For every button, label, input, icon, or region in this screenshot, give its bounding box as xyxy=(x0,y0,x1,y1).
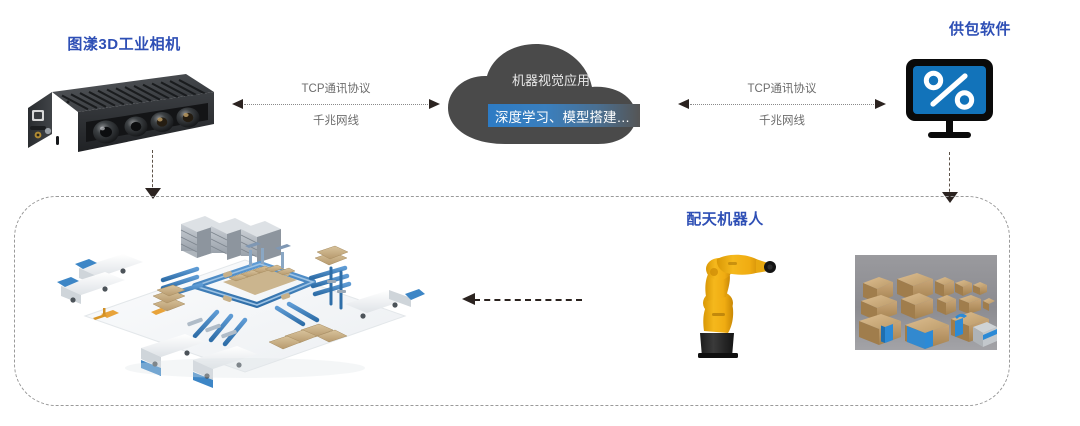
robotic-arm xyxy=(676,245,786,363)
link-left-protocol-label: TCP通讯协议 xyxy=(301,83,371,95)
cloud-title-label: 机器视觉应用 xyxy=(511,73,590,88)
link-right-arrowhead-right xyxy=(875,99,886,109)
connector-software-to-panel xyxy=(949,152,951,197)
link-left-medium-label: 千兆网线 xyxy=(313,115,359,127)
connector-camera-arrowhead xyxy=(145,188,161,199)
cloud-highlight-label: 深度学习、模型搭建… xyxy=(495,109,630,125)
link-left-line xyxy=(244,104,428,105)
warehouse-logistics-illustration xyxy=(45,208,445,393)
monitor-percent-icon xyxy=(902,55,997,150)
3d-industrial-camera-device xyxy=(18,62,226,162)
link-camera-to-cloud: TCP通讯协议 千兆网线 xyxy=(232,80,440,128)
camera-node-title: 图漾3D工业相机 xyxy=(67,36,181,53)
link-right-line xyxy=(690,104,874,105)
flow-arrow-line xyxy=(474,299,582,301)
link-right-arrowhead-left xyxy=(678,99,689,109)
robot-node-title: 配天机器人 xyxy=(686,211,764,228)
link-left-arrowhead-right xyxy=(429,99,440,109)
connector-software-arrowhead xyxy=(942,192,958,203)
connector-camera-to-panel xyxy=(152,150,154,192)
link-right-protocol-label: TCP通讯协议 xyxy=(747,83,817,95)
flow-arrow-robot-to-warehouse xyxy=(462,292,582,306)
link-cloud-to-software: TCP通讯协议 千兆网线 xyxy=(678,80,886,128)
system-boundary-panel xyxy=(14,196,1010,406)
software-node-title: 供包软件 xyxy=(948,21,1011,38)
cloud-node: 机器视觉应用 深度学习、模型搭建… xyxy=(440,42,662,150)
flow-arrow-head xyxy=(462,293,475,305)
parcel-boxes-photo xyxy=(855,255,997,350)
link-right-medium-label: 千兆网线 xyxy=(759,115,805,127)
link-left-arrowhead-left xyxy=(232,99,243,109)
cloud-shape xyxy=(448,44,636,144)
cloud-highlight-band: 深度学习、模型搭建… xyxy=(488,104,640,127)
